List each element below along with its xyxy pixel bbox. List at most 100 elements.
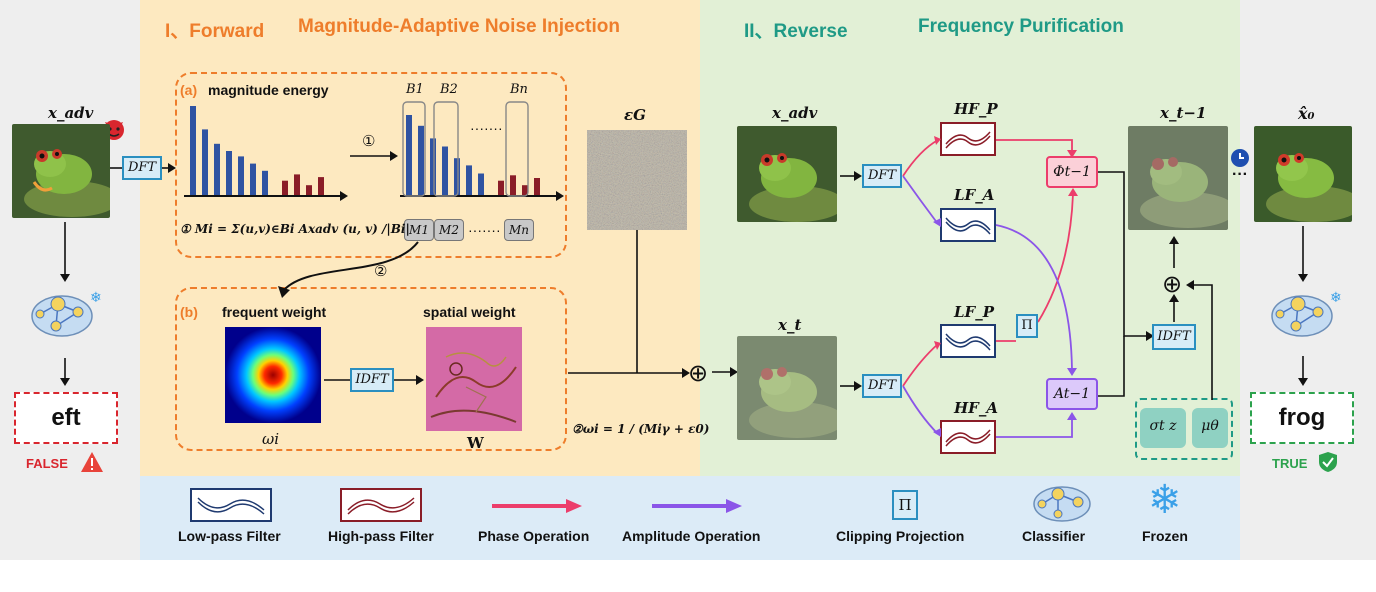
- right-vertical-arrows: [1298, 226, 1308, 386]
- sampling-frame: [1135, 398, 1233, 460]
- x-adv-label: x_adv: [48, 104, 94, 122]
- bin-bn: Bn: [510, 82, 528, 97]
- forward-section-title: Magnitude-Adaptive Noise Injection: [298, 16, 620, 37]
- amplitude-op-box: At−1: [1046, 378, 1098, 410]
- chart-axis-arrow: [340, 191, 348, 201]
- add-node-forward: ⊕: [688, 360, 709, 387]
- x-adv-label-reverse: x_adv: [772, 104, 818, 122]
- lf-p-filter: [940, 324, 996, 358]
- adversarial-frog-image: [12, 124, 110, 218]
- legend-amplitude-arrow: [652, 499, 742, 513]
- reverse-section-prefix: II、Reverse: [744, 21, 848, 42]
- x-t-minus-1-label: x_t−1: [1160, 104, 1207, 122]
- magnitude-bar: [418, 125, 424, 196]
- bin-dots: ·······: [470, 120, 503, 136]
- phase-op-box: Φt−1: [1046, 156, 1098, 188]
- classifier-icon-right: ❄: [1266, 290, 1346, 347]
- magnitude-bar: [478, 173, 484, 196]
- panel-a-title: magnitude energy: [208, 82, 329, 98]
- magnitude-bar: [250, 163, 256, 196]
- frequency-bin-frame: [402, 101, 426, 197]
- noise-label: εG: [624, 106, 646, 124]
- hf-p-label: HF_P: [954, 100, 998, 118]
- legend-classifier-icon: [1033, 486, 1091, 522]
- legend-low-pass-icon: [190, 488, 272, 522]
- adversarial-frog-reverse: [737, 126, 837, 222]
- legend-phase-arrow: [492, 499, 582, 513]
- x-t-label: x_t: [778, 316, 802, 334]
- clean-frog-x0: [1254, 126, 1352, 222]
- x0-hat-label: x̂₀: [1298, 104, 1315, 123]
- left-dft-arrows: [110, 163, 176, 173]
- reverse-flow-lines: [902, 136, 1213, 438]
- svg-text:❄: ❄: [90, 290, 102, 306]
- left-vertical-arrows: [60, 222, 70, 386]
- clock-icon: [1231, 149, 1249, 167]
- legend-high-pass-icon: [340, 488, 422, 522]
- panel-b-tag: (b): [180, 304, 198, 320]
- shield-check-icon: [1319, 452, 1337, 472]
- dft-box-left: DFT: [122, 156, 162, 180]
- magnitude-bar: [442, 146, 448, 196]
- hf-a-label: HF_A: [954, 399, 998, 417]
- omega-label: ωi: [262, 430, 280, 448]
- gaussian-noise-image: [587, 130, 687, 230]
- magnitude-bar-chart-right: [400, 101, 564, 201]
- bin-b1: B1: [406, 82, 424, 97]
- w-label: W: [467, 434, 484, 452]
- magnitude-bar: [466, 165, 472, 196]
- magnitude-bar: [318, 177, 324, 196]
- magnitude-bar: [430, 138, 436, 196]
- dft-box-reverse-top: DFT: [862, 164, 902, 188]
- svg-text:❄: ❄: [1330, 290, 1342, 306]
- forward-section-prefix: I、Forward: [165, 21, 265, 42]
- formula-omega: ②ωi = 1 / (Miγ + ε0): [572, 422, 710, 436]
- bin-b2: B2: [440, 82, 458, 97]
- lf-p-label: LF_P: [954, 303, 994, 321]
- magnitude-bar: [294, 174, 300, 196]
- magnitude-bar: [306, 185, 312, 196]
- noisy-frog-xt: [737, 336, 837, 440]
- continuation-dots: ···: [1232, 166, 1248, 183]
- chart-axis-arrow: [556, 191, 564, 201]
- magnitude-bar-chart-left: [184, 106, 348, 201]
- magnitude-bar: [522, 185, 528, 196]
- panel-a-tag: (a): [180, 82, 198, 98]
- magnitude-bar: [214, 143, 220, 196]
- magnitude-bar: [190, 106, 196, 196]
- spatial-weight-map: [426, 327, 522, 431]
- legend-phase-label: Phase Operation: [478, 528, 590, 544]
- legend-high-pass-label: High-pass Filter: [328, 528, 434, 544]
- magnitude-bar: [534, 178, 540, 196]
- legend-amplitude-label: Amplitude Operation: [622, 528, 761, 544]
- classifier-icon-left: ❄: [26, 290, 106, 347]
- dft-box-reverse-bottom: DFT: [862, 374, 902, 398]
- m-dots: ·······: [468, 222, 501, 238]
- legend-frozen-label: Frozen: [1142, 528, 1188, 544]
- noise-to-add-line: [568, 230, 690, 378]
- frequency-heatmap: [225, 327, 321, 423]
- step-1-marker: ①: [362, 133, 376, 150]
- right-side-panel: [1240, 0, 1376, 560]
- prediction-box-right: frog: [1250, 392, 1354, 444]
- frequent-weight-title: frequent weight: [222, 304, 327, 320]
- xt-to-dft-arrow: [840, 381, 862, 391]
- idft-box-forward: IDFT: [350, 368, 394, 392]
- verdict-false: FALSE: [26, 456, 68, 471]
- legend-classifier-label: Classifier: [1022, 528, 1086, 544]
- magnitude-bar: [202, 129, 208, 196]
- xadv-to-dft-arrow: [840, 171, 862, 181]
- m-chip-2: M2: [434, 219, 464, 241]
- magnitude-bar: [454, 158, 460, 196]
- frequency-bin-frame: [433, 101, 459, 197]
- add-to-xt-arrow: [712, 367, 738, 377]
- projection-box: Π: [1016, 314, 1038, 338]
- lf-a-label: LF_A: [954, 186, 995, 204]
- reverse-section-title: Frequency Purification: [918, 16, 1124, 37]
- add-node-reverse: ⊕: [1162, 271, 1183, 298]
- spatial-weight-title: spatial weight: [423, 304, 516, 320]
- legend-low-pass-label: Low-pass Filter: [178, 528, 281, 544]
- magnitude-bar: [226, 151, 232, 196]
- purified-frog-xt1: [1128, 126, 1228, 230]
- sigma-z-box: σt z: [1140, 408, 1186, 448]
